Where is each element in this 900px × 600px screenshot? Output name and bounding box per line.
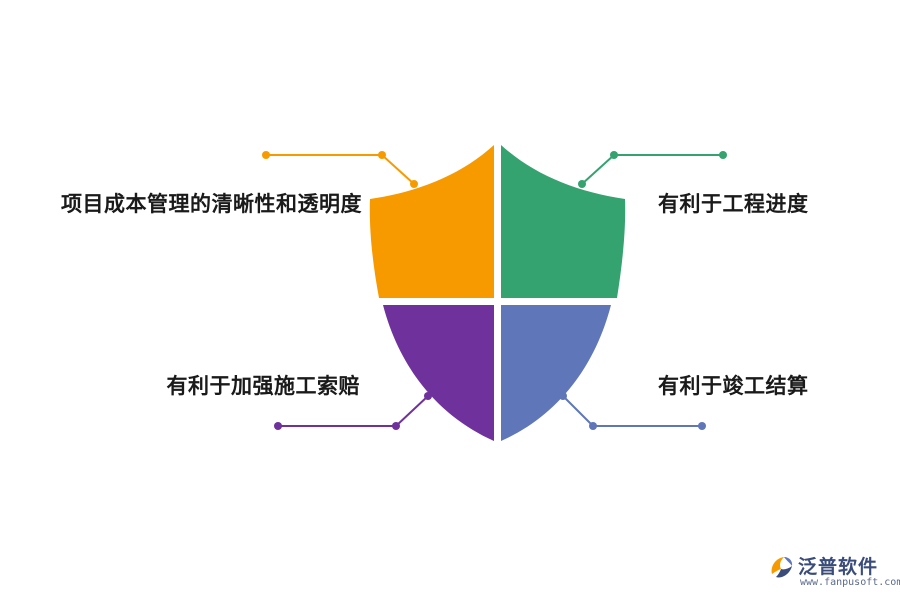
connector-dot xyxy=(719,151,727,159)
connector-dot xyxy=(262,151,270,159)
label-top-right: 有利于工程进度 xyxy=(658,192,809,216)
brand-logo: 泛普软件 www.fanpusoft.com xyxy=(762,548,900,594)
connector-dot xyxy=(559,392,567,400)
label-bottom-right: 有利于竣工结算 xyxy=(658,374,809,398)
connector-dot xyxy=(274,422,282,430)
connector-line xyxy=(562,395,702,427)
brand-name: 泛普软件 xyxy=(798,556,879,578)
connector-dot xyxy=(392,422,400,430)
fanpu-logo-icon xyxy=(771,557,793,578)
brand-url: www.fanpusoft.com xyxy=(800,577,900,588)
connector-bottom-right xyxy=(559,392,706,430)
label-top-left: 项目成本管理的清晰性和透明度 xyxy=(61,192,362,216)
shield-quadrant-bottom-left xyxy=(383,305,494,441)
connector-dot xyxy=(424,392,432,400)
label-bottom-left: 有利于加强施工索赔 xyxy=(166,374,360,398)
connector-line xyxy=(581,154,723,185)
connector-top-right xyxy=(578,151,727,188)
shield-quadrant-top-left xyxy=(369,145,494,298)
connector-line xyxy=(278,395,429,427)
connector-dot xyxy=(589,422,597,430)
connector-top-left xyxy=(262,151,418,188)
connector-bottom-left xyxy=(274,392,432,430)
connector-dot xyxy=(378,151,386,159)
shield-quadrant-top-right xyxy=(501,145,626,298)
connector-dot xyxy=(698,422,706,430)
connector-dot xyxy=(610,151,618,159)
shield-quadrant-bottom-right xyxy=(501,305,611,441)
connector-dot xyxy=(410,180,418,188)
connector-dot xyxy=(578,180,586,188)
connector-line xyxy=(266,154,415,185)
